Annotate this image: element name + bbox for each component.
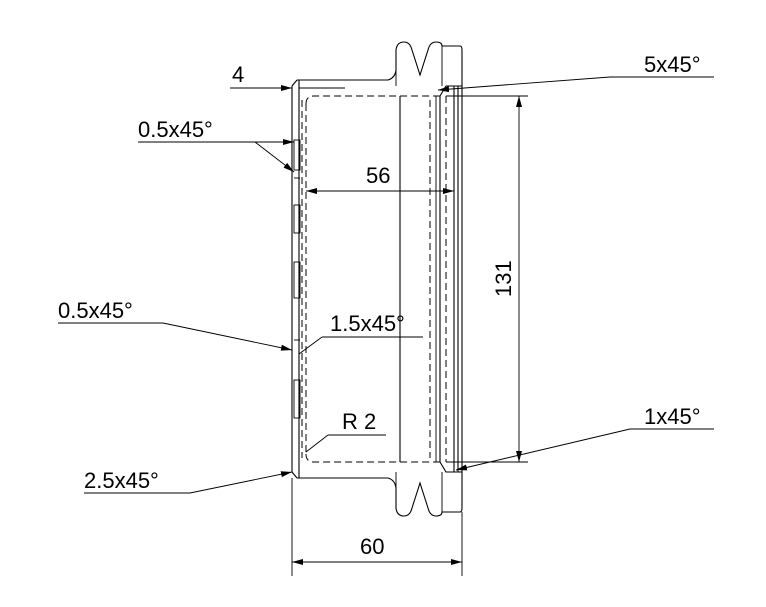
label-dim-131: 131 xyxy=(491,260,516,297)
chamfer-callout-bottom-left: 2.5x45° xyxy=(84,468,293,494)
label-chamfer-mid-left: 0.5x45° xyxy=(58,298,133,323)
chamfer-callout-bottom-right: 1x45° xyxy=(455,404,714,471)
radius-callout: R 2 xyxy=(305,409,386,453)
part-outline xyxy=(291,41,463,517)
label-radius: R 2 xyxy=(342,409,376,434)
label-chamfer-bottom-left: 2.5x45° xyxy=(84,468,159,493)
label-chamfer-top-right: 5x45° xyxy=(644,52,701,77)
label-chamfer-inner: 1.5x45° xyxy=(330,311,405,336)
face-details xyxy=(293,139,301,419)
chamfer-callout-inner: 1.5x45° xyxy=(298,311,423,355)
chamfer-callout-mid-left: 0.5x45° xyxy=(58,298,293,351)
hidden-bore xyxy=(301,95,447,463)
label-dim-60: 60 xyxy=(360,534,384,559)
dimension-56: 56 xyxy=(306,163,454,194)
dimension-4: 4 xyxy=(230,62,345,91)
chamfer-callout-top-left: 0.5x45° xyxy=(138,117,295,173)
chamfer-callout-top-right: 5x45° xyxy=(437,52,714,93)
label-chamfer-bottom-right: 1x45° xyxy=(644,404,701,429)
label-chamfer-top-left: 0.5x45° xyxy=(138,117,213,142)
dimension-60: 60 xyxy=(291,478,463,576)
label-dim-4: 4 xyxy=(232,62,244,87)
label-dim-56: 56 xyxy=(366,163,390,188)
dimension-131: 131 xyxy=(446,95,528,463)
